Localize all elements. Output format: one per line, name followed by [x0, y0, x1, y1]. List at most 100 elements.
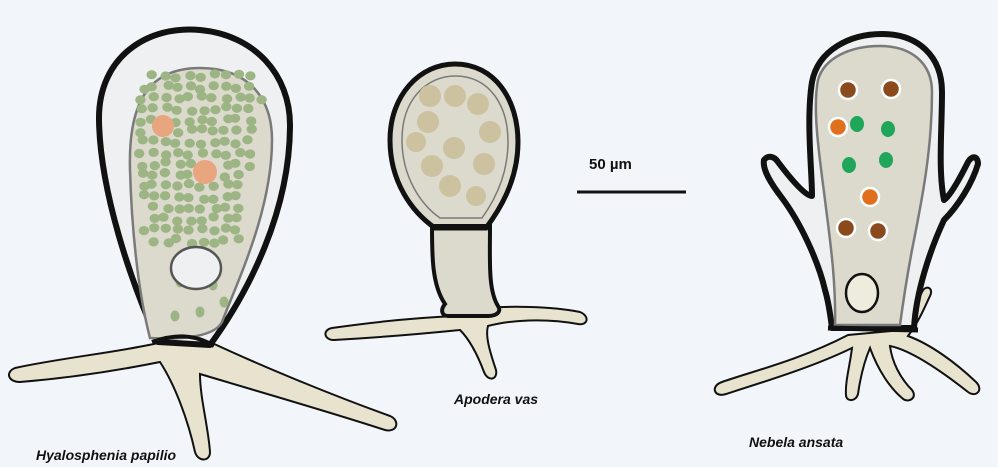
label-apodera-vas: Apodera vas — [454, 391, 538, 407]
zoochlorella-dot — [183, 226, 193, 235]
zoochlorella-dot — [139, 226, 149, 235]
zoochlorella-dot — [146, 180, 156, 189]
zoochlorella-dot — [195, 204, 205, 213]
zoochlorella-dot — [218, 235, 228, 244]
zoochlorella-dot — [149, 223, 159, 232]
zoochlorella-dot — [208, 212, 218, 221]
apodera-vas-drawing — [325, 64, 586, 379]
zoochlorella-dot — [163, 204, 173, 213]
orange-body — [152, 115, 174, 137]
zoochlorella-dot — [173, 148, 183, 157]
zoochlorella-dot — [197, 91, 207, 100]
zoochlorella-dot — [186, 81, 196, 90]
zoochlorella-dot — [197, 124, 207, 133]
label-nebela-ansata: Nebela ansata — [749, 434, 843, 450]
zoochlorella-dot — [164, 81, 174, 90]
zoochlorella-dot — [183, 150, 193, 159]
zoochlorella-dot — [197, 224, 207, 233]
zoochlorella-dot — [187, 107, 197, 116]
apodera-neck — [432, 226, 499, 316]
zoochlorella-dot — [149, 92, 159, 101]
zoochlorella-dot — [231, 125, 241, 134]
zoochlorella-dot — [230, 225, 240, 234]
zoochlorella-dot — [210, 105, 220, 114]
zoochlorella-dot — [147, 171, 157, 180]
zoochlorella-dot — [171, 234, 181, 243]
zoochlorella-dot — [184, 179, 194, 188]
orange-body — [193, 160, 217, 184]
zoochlorella-dot — [245, 71, 255, 80]
zoochlorella-dot — [233, 170, 243, 179]
zoochlorella-dot — [206, 93, 216, 102]
hyalosphenia-pseudopods — [9, 342, 396, 460]
zoochlorella-dot — [230, 114, 240, 123]
zoochlorella-dot — [170, 139, 180, 148]
zoochlorella-dot — [194, 183, 204, 192]
zoochlorella-dot — [171, 311, 180, 322]
zoochlorella-dot — [230, 139, 240, 148]
zoochlorella-dot — [234, 70, 244, 79]
zoochlorella-dot — [220, 297, 229, 308]
zoochlorella-dot — [256, 95, 266, 104]
label-hyalosphenia-papilio: Hyalosphenia papilio — [36, 447, 176, 463]
zoochlorella-dot — [246, 116, 256, 125]
zoochlorella-dot — [230, 159, 240, 168]
zoochlorella-dot — [196, 73, 206, 82]
zoochlorella-dot — [218, 126, 228, 135]
zoochlorella-dot — [147, 70, 157, 79]
zoochlorella-dot — [183, 193, 193, 202]
zoochlorella-dot — [160, 191, 170, 200]
zoochlorella-dot — [185, 71, 195, 80]
zoochlorella-dot — [196, 140, 206, 149]
zoochlorella-dot — [232, 180, 242, 189]
zoochlorella-dot — [161, 93, 171, 102]
nebela-aperture — [828, 328, 918, 330]
zoochlorella-dot — [230, 191, 240, 200]
zoochlorella-dot — [138, 169, 148, 178]
zoochlorella-dot — [137, 104, 147, 113]
zoochlorella-dot — [208, 126, 218, 135]
zoochlorella-dot — [161, 137, 171, 146]
zoochlorella-dot — [148, 148, 158, 157]
zoochlorella-dot — [211, 149, 221, 158]
zoochlorella-dot — [182, 170, 192, 179]
zoochlorella-dot — [223, 179, 233, 188]
zoochlorella-dot — [198, 148, 208, 157]
zoochlorella-dot — [172, 217, 182, 226]
zoochlorella-dot — [175, 204, 185, 213]
zoochlorella-dot — [210, 138, 220, 147]
zoochlorella-dot — [220, 203, 230, 212]
zoochlorella-dot — [210, 69, 220, 78]
zoochlorella-dot — [209, 182, 219, 191]
zoochlorella-dot — [134, 149, 144, 158]
zoochlorella-dot — [147, 103, 157, 112]
zoochlorella-dot — [148, 202, 158, 211]
zoochlorella-dot — [208, 195, 218, 204]
scale-bar-label: 50 µm — [589, 156, 632, 173]
zoochlorella-dot — [233, 204, 243, 213]
zoochlorella-dot — [183, 92, 193, 101]
zoochlorella-dot — [170, 73, 180, 82]
zoochlorella-dot — [161, 224, 171, 233]
hyalosphenia-papilio-drawing — [9, 29, 396, 459]
zoochlorella-dot — [221, 102, 231, 111]
zoochlorella-dot — [247, 125, 257, 134]
zoochlorella-dot — [197, 216, 207, 225]
zoochlorella-dot — [245, 162, 255, 171]
zoochlorella-dot — [187, 125, 197, 134]
zoochlorella-dot — [236, 93, 246, 102]
zoochlorella-dot — [172, 83, 182, 92]
zoochlorella-dot — [199, 106, 209, 115]
zoochlorella-dot — [150, 214, 160, 223]
zoochlorella-dot — [161, 180, 171, 189]
nebela-ansata-drawing — [715, 34, 980, 400]
zoochlorella-dot — [243, 104, 253, 113]
zoochlorella-dot — [160, 168, 170, 177]
zoochlorella-dot — [231, 213, 241, 222]
zoochlorella-dot — [219, 137, 229, 146]
zoochlorella-dot — [135, 95, 145, 104]
zoochlorella-dot — [221, 151, 231, 160]
zoochlorella-dot — [245, 149, 255, 158]
zoochlorella-dot — [197, 115, 207, 124]
